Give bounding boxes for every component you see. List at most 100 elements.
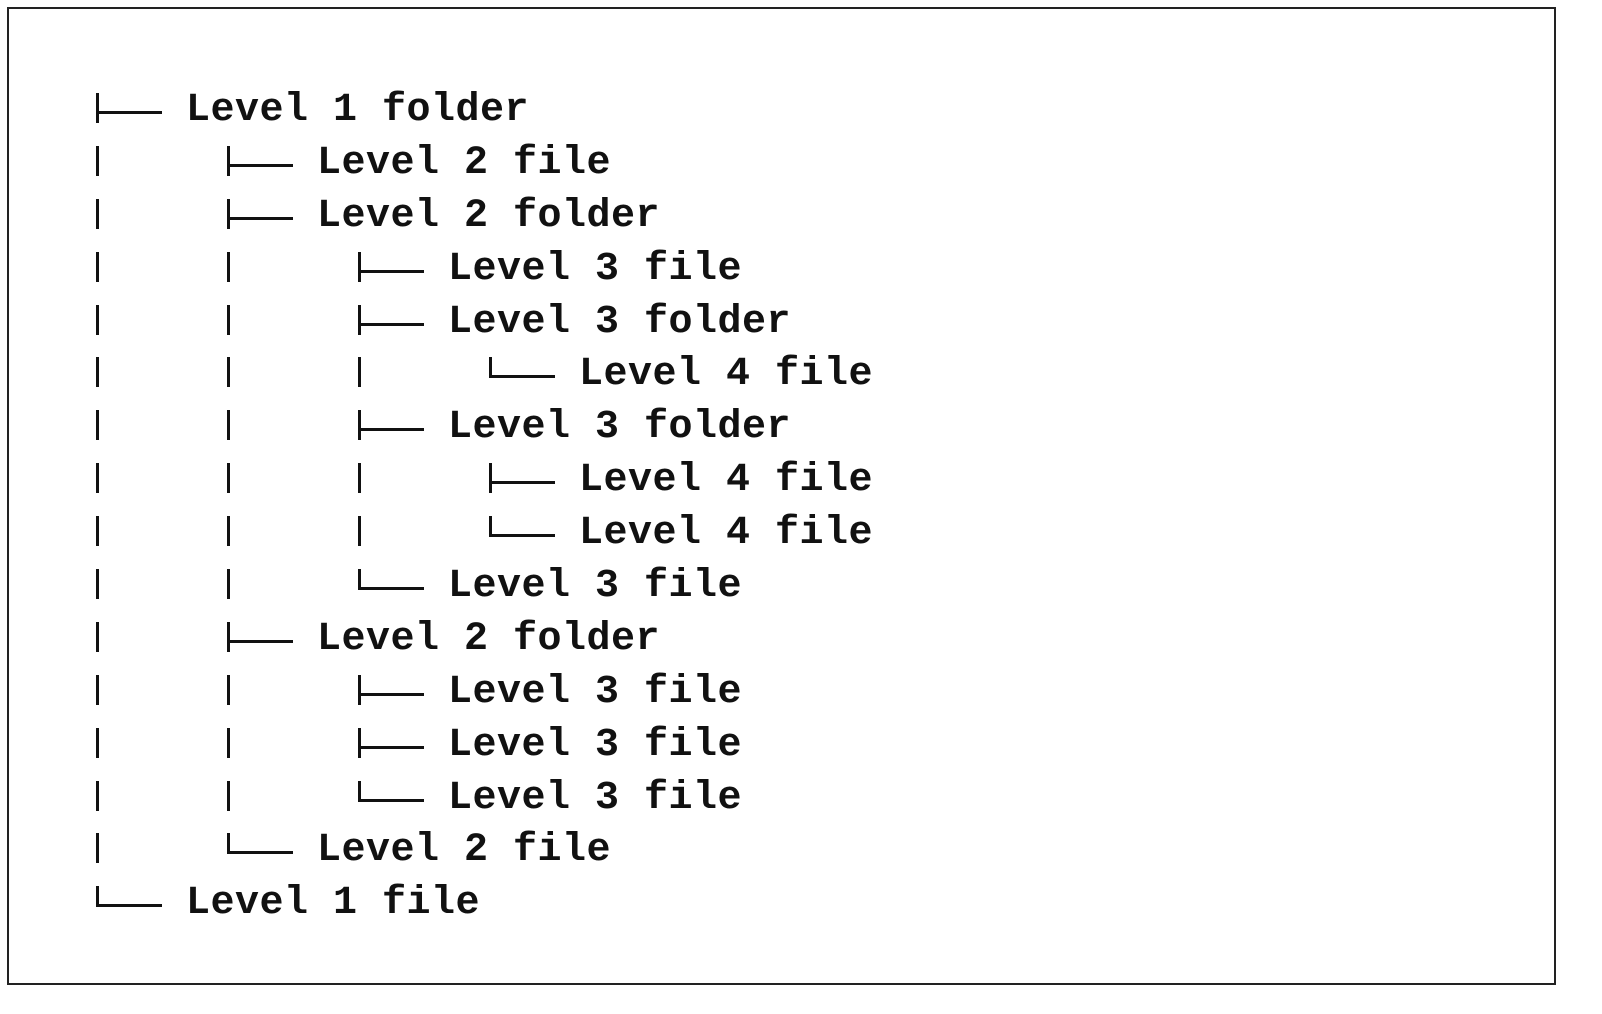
tree-pipe-line: [96, 410, 99, 441]
tree-pipe-line: [227, 516, 230, 547]
tree-tee-line: [227, 198, 230, 229]
tree-branch-line: [358, 428, 424, 432]
tree-row: Level 4 file: [79, 349, 873, 402]
tree-pipe-line: [227, 569, 230, 600]
tree-pipe-line: [358, 357, 361, 388]
tree-item-label: Level 4 file: [579, 511, 874, 557]
tree-pipe-line: [227, 304, 230, 335]
tree-row: Level 2 folder: [79, 191, 873, 244]
tree-branch-line: [227, 851, 293, 855]
tree-elbow-line: [358, 780, 361, 802]
tree-row: Level 3 file: [79, 561, 873, 614]
tree-connector: [79, 773, 448, 826]
tree-pipe-line: [96, 780, 99, 811]
tree-pipe-line: [227, 463, 230, 494]
tree-branch-line: [489, 534, 555, 538]
tree-connector: [79, 244, 448, 297]
tree-pipe-line: [96, 463, 99, 494]
tree-connector: [79, 508, 579, 561]
tree-connector: [79, 667, 448, 720]
tree-item-label: Level 1 file: [186, 881, 481, 927]
tree-item-label: Level 3 file: [448, 246, 743, 292]
tree-item-label: Level 3 file: [448, 669, 743, 715]
tree-pipe-line: [227, 727, 230, 758]
tree-branch-line: [227, 163, 293, 167]
tree-row: Level 3 folder: [79, 297, 873, 350]
tree-branch-line: [227, 639, 293, 643]
tree-row: Level 3 file: [79, 244, 873, 297]
tree-branch-line: [358, 269, 424, 273]
tree-tee-line: [358, 674, 361, 705]
tree-connector: [79, 720, 448, 773]
tree-row: Level 2 file: [79, 138, 873, 191]
tree-row: Level 4 file: [79, 455, 873, 508]
tree-pipe-line: [96, 674, 99, 705]
tree-branch-line: [96, 904, 162, 908]
tree-branch-line: [358, 745, 424, 749]
tree-pipe-line: [96, 621, 99, 652]
tree-connector: [79, 85, 186, 138]
tree-row: Level 4 file: [79, 508, 873, 561]
tree-item-label: Level 1 folder: [186, 88, 530, 133]
tree-row: Level 3 file: [79, 720, 873, 773]
tree-pipe-line: [227, 251, 230, 282]
tree-branch-line: [358, 322, 424, 326]
tree-tee-line: [96, 93, 99, 123]
tree-item-label: Level 2 folder: [317, 616, 661, 662]
tree-connector: [79, 191, 317, 244]
tree-row: Level 1 folder: [79, 85, 873, 138]
tree-elbow-line: [358, 569, 361, 591]
tree-connector: [79, 349, 579, 402]
tree-item-label: Level 3 folder: [448, 405, 792, 451]
tree-pipe-line: [227, 780, 230, 811]
tree-elbow-line: [489, 516, 492, 538]
tree-row: Level 2 file: [79, 825, 873, 878]
tree-row: Level 3 file: [79, 667, 873, 720]
tree-pipe-line: [227, 674, 230, 705]
tree-item-label: Level 3 file: [448, 564, 743, 610]
tree-item-label: Level 4 file: [579, 458, 874, 504]
tree-pipe-line: [96, 304, 99, 335]
tree-connector: [79, 825, 317, 878]
tree-tee-line: [227, 621, 230, 652]
tree-connector: [79, 455, 579, 508]
tree-pipe-line: [96, 516, 99, 547]
tree-branch-line: [358, 587, 424, 591]
tree-pipe-line: [96, 198, 99, 229]
tree-item-label: Level 2 file: [317, 140, 612, 186]
tree-pipe-line: [96, 833, 99, 864]
tree-pipe-line: [96, 569, 99, 600]
tree-pipe-line: [96, 727, 99, 758]
tree-item-label: Level 4 file: [579, 352, 874, 398]
tree-tee-line: [358, 727, 361, 758]
tree-pipe-line: [96, 251, 99, 282]
tree-row: Level 3 folder: [79, 402, 873, 455]
tree-tee-line: [227, 145, 230, 176]
tree-tee-line: [489, 463, 492, 494]
tree-branch-line: [489, 481, 555, 485]
tree-connector: [79, 402, 448, 455]
tree-elbow-line: [96, 886, 99, 908]
tree-branch-line: [227, 216, 293, 220]
tree-connector: [79, 138, 317, 191]
tree-connector: [79, 297, 448, 350]
tree-tee-line: [358, 304, 361, 335]
tree-tee-line: [358, 410, 361, 441]
tree-pipe-line: [358, 516, 361, 547]
tree-row: Level 2 folder: [79, 614, 873, 667]
tree-pipe-line: [227, 357, 230, 388]
tree-elbow-line: [227, 833, 230, 855]
tree-row: Level 3 file: [79, 773, 873, 826]
tree-branch-line: [358, 798, 424, 802]
tree-item-label: Level 3 folder: [448, 299, 792, 345]
tree-connector: [79, 561, 448, 614]
tree-item-label: Level 3 file: [448, 775, 743, 821]
tree-pipe-line: [96, 145, 99, 176]
tree-pipe-line: [96, 357, 99, 388]
tree-branch-line: [489, 375, 555, 379]
tree-branch-line: [358, 692, 424, 696]
tree-item-label: Level 3 file: [448, 722, 743, 768]
tree-branch-line: [96, 111, 162, 114]
tree-item-label: Level 2 file: [317, 828, 612, 874]
